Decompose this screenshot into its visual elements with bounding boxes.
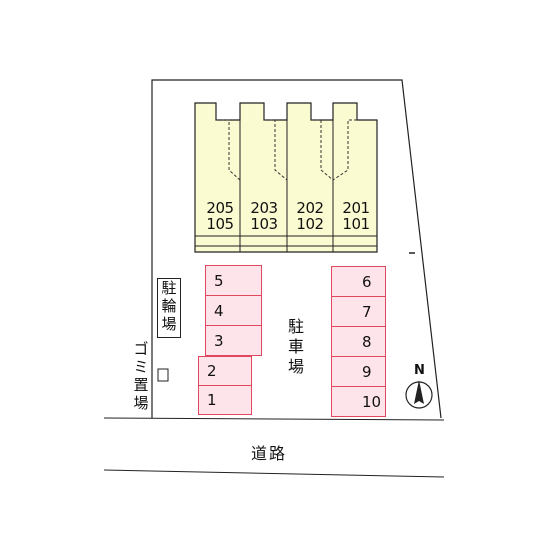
road-label: 道路	[251, 444, 288, 463]
parking-spot: 6	[331, 266, 386, 297]
parking-spot-number: 10	[362, 392, 382, 411]
parking-spot: 7	[331, 296, 386, 327]
parking-spot: 9	[331, 356, 386, 387]
parking-spot: 10	[331, 386, 386, 417]
unit-upper-number: 205	[206, 199, 234, 217]
street-edge-bottom	[103, 469, 445, 478]
parking-spot: 4	[205, 295, 262, 326]
lot-boundary	[151, 79, 442, 419]
parking-spot-number: 4	[214, 301, 224, 320]
unit-upper-number: 203	[250, 199, 278, 217]
parking-spot-number: 5	[214, 271, 224, 290]
bicycle-parking-box	[157, 278, 181, 338]
unit-upper-number: 202	[296, 199, 324, 217]
north-label: N	[414, 363, 425, 378]
parking-spot-number: 7	[362, 302, 372, 321]
parking-lot-label: 駐 車 場	[287, 317, 304, 376]
balcony-dashes	[216, 119, 357, 181]
garbage-box	[157, 368, 169, 382]
parking-spot: 8	[331, 326, 386, 357]
parking-spot-number: 8	[362, 332, 372, 351]
parking-spot-number: 1	[207, 391, 217, 409]
parking-spot: 2	[198, 356, 252, 386]
parking-spot: 5	[205, 265, 262, 296]
unit-lower-number: 103	[250, 215, 278, 233]
parking-spot: 1	[198, 385, 252, 415]
bicycle-parking-label: 駐 輪 場	[161, 279, 177, 333]
parking-spot-number: 2	[207, 362, 217, 380]
parking-spot: 3	[205, 325, 262, 356]
north-arrow-icon	[405, 380, 433, 409]
parking-spot-number: 6	[362, 272, 372, 291]
unit-lower-number: 101	[342, 215, 370, 233]
parking-spot-number: 3	[214, 331, 224, 350]
garbage-area-label: ゴ ミ 置 場	[133, 340, 149, 412]
unit-lower-number: 105	[206, 215, 234, 233]
unit-lower-number: 102	[296, 215, 324, 233]
street-edge-top	[103, 417, 445, 421]
parking-spot-number: 9	[362, 362, 372, 381]
unit-upper-number: 201	[342, 199, 370, 217]
